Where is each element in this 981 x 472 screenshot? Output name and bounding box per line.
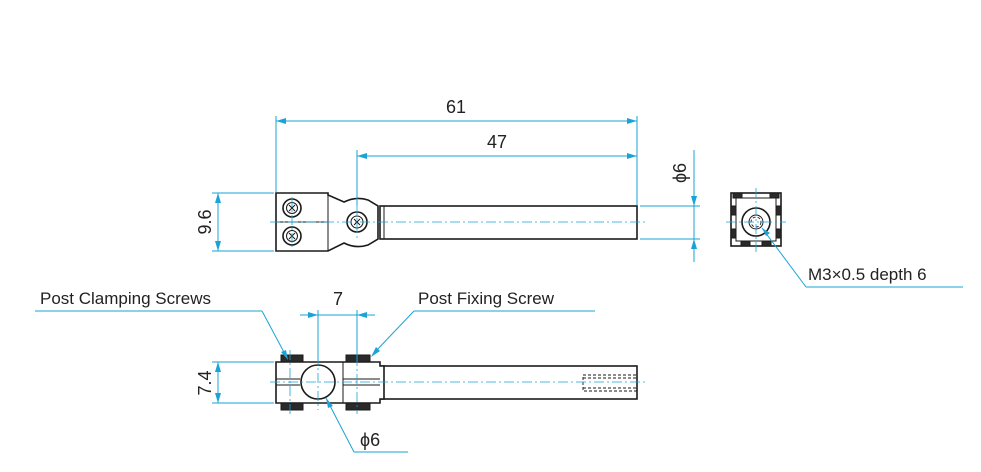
post-fixing-screw-label: Post Fixing Screw: [418, 289, 555, 308]
dimension-rod-diameter: ϕ6: [640, 150, 700, 262]
post-clamping-screws-label: Post Clamping Screws: [40, 289, 211, 308]
dimension-block-height: 9.6: [195, 192, 274, 252]
dimension-side-height: 7.4: [195, 361, 274, 404]
dimension-rod-diameter-text: ϕ6: [670, 163, 690, 183]
side-view-hidden-thread: [582, 374, 638, 392]
dimension-rod-length-text: 47: [487, 132, 507, 152]
dimension-bore-diameter: ϕ6: [325, 397, 408, 453]
callout-post-clamping-screws: Post Clamping Screws: [35, 289, 288, 360]
side-clamping-screw-head: [280, 354, 304, 411]
dimension-overall-length: 61: [275, 97, 638, 205]
side-fixing-screw-head: [345, 354, 371, 411]
end-view: [726, 188, 786, 252]
dimension-screw-spacing: 7: [300, 289, 375, 362]
dimension-screw-spacing-text: 7: [333, 289, 343, 309]
callout-post-fixing-screw: Post Fixing Screw: [371, 289, 595, 357]
top-view: [270, 192, 645, 252]
dimension-bore-diameter-text: ϕ6: [360, 430, 380, 450]
dimension-overall-length-text: 61: [446, 97, 466, 117]
side-view-rod: [379, 365, 638, 400]
thread-callout: M3×0.5 depth 6: [761, 227, 963, 288]
side-view: [270, 320, 645, 414]
dimension-side-height-text: 7.4: [195, 370, 215, 395]
thread-label: M3×0.5 depth 6: [808, 265, 927, 284]
top-view-rod: [379, 205, 638, 240]
dimension-rod-length: 47: [356, 132, 637, 205]
dimension-block-height-text: 9.6: [195, 209, 215, 234]
